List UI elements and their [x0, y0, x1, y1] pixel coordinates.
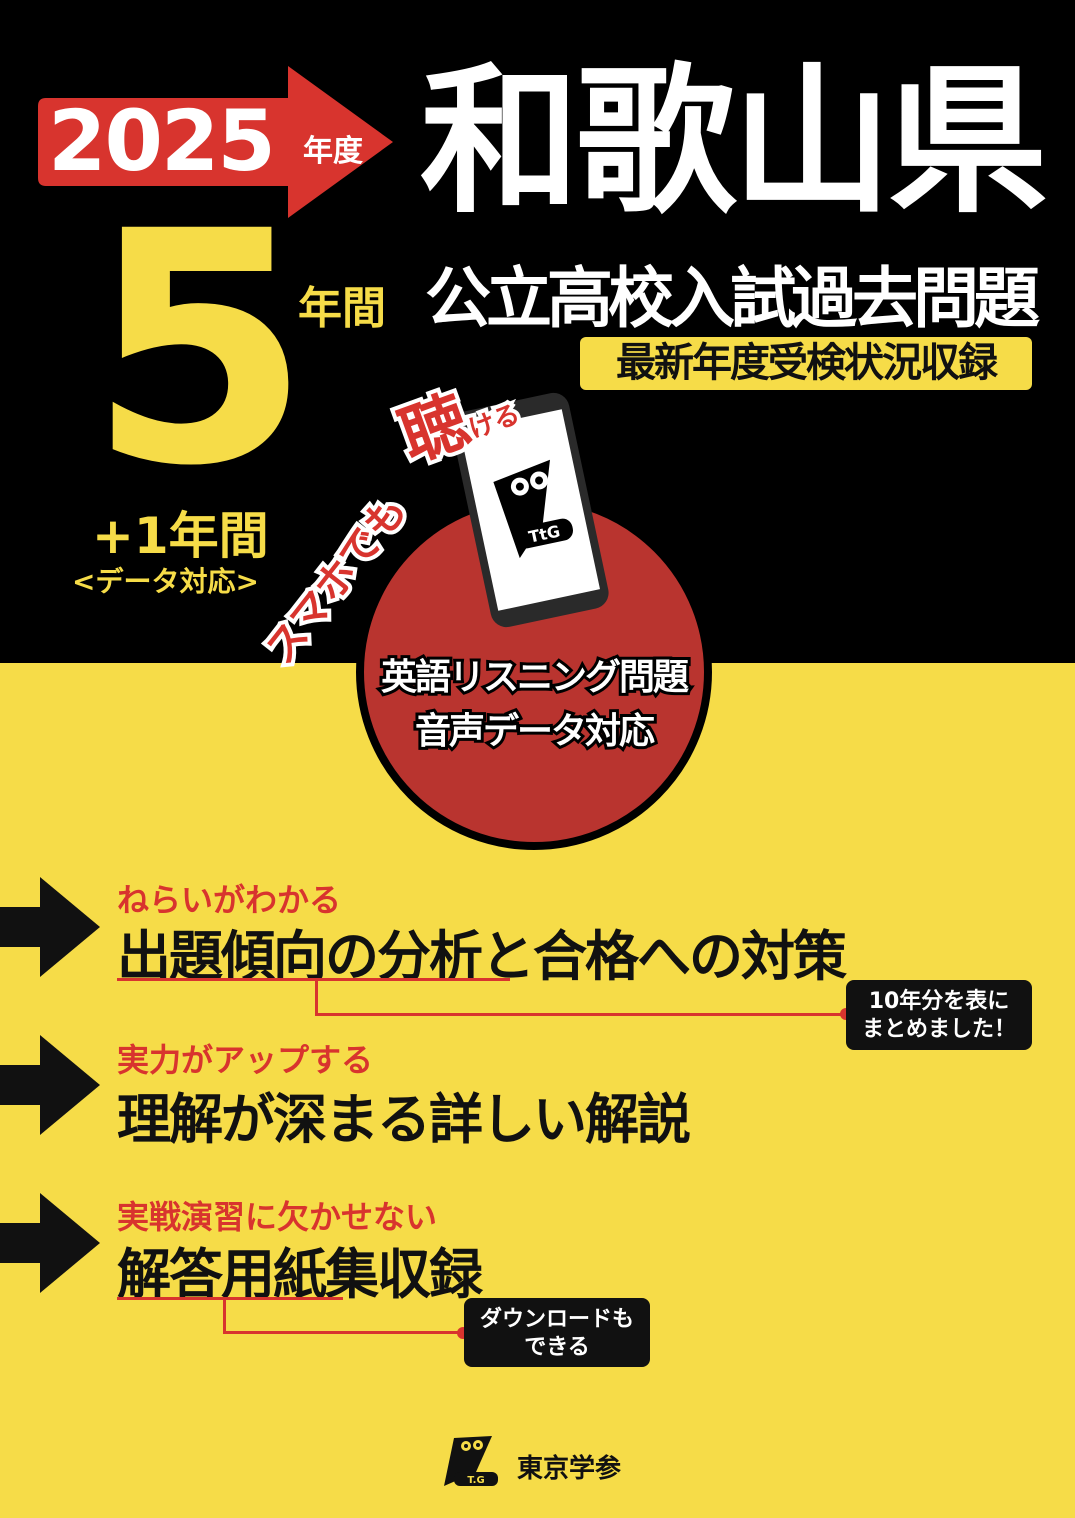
arrow-icon — [0, 1035, 100, 1135]
connector — [223, 1297, 226, 1334]
year-arrow-banner — [38, 66, 393, 218]
circle-line1: 英語リスニング問題 — [378, 654, 692, 701]
connector — [315, 1013, 847, 1016]
callout-badge: 10年分を表にまとめました！ — [846, 980, 1032, 1050]
callout-line: まとめました！ — [861, 1016, 1016, 1042]
connector — [315, 978, 318, 1016]
year-suffix: 年度 — [303, 134, 363, 169]
underline — [117, 1297, 343, 1300]
prefecture-title: 和歌山県 — [420, 48, 1048, 235]
owl-logo-icon: TtG — [493, 459, 574, 559]
feature-kicker: 実力がアップする — [117, 1041, 374, 1079]
underline — [117, 978, 510, 981]
arrow-icon — [0, 877, 100, 977]
subtitle: 公立高校入試過去問題 — [425, 260, 1040, 337]
feature-kicker: ねらいがわかる — [117, 881, 342, 919]
feature-title: 解答用紙集収録 — [117, 1243, 483, 1306]
arrow-icon — [0, 1193, 100, 1293]
callout-badge: ダウンロードもできる — [464, 1298, 650, 1367]
callout-line: 10年分を表に — [868, 989, 1010, 1014]
feature-title: 出題傾向の分析と合格への対策 — [117, 925, 847, 988]
callout-line: できる — [524, 1334, 590, 1360]
plus-years: +1年間 — [92, 507, 269, 565]
listen-small: ける — [461, 395, 528, 449]
connector — [223, 1331, 463, 1334]
plus-note: <データ対応> — [72, 565, 259, 598]
feature-title: 理解が深まる詳しい解説 — [117, 1088, 691, 1151]
circle-line2: 音声データ対応 — [412, 708, 658, 755]
latest-badge: 最新年度受検状況収録 — [580, 337, 1032, 390]
publisher-name: 東京学参 — [517, 1454, 622, 1484]
phone-screen: TtG — [460, 409, 600, 611]
callout-line: ダウンロードも — [479, 1307, 634, 1332]
smartphone-illustration: TtG — [448, 389, 612, 631]
publisher-logo-text: T.G — [467, 1475, 484, 1486]
years-number: 5 — [88, 164, 311, 536]
publisher-owl-logo-icon: T.G — [444, 1436, 498, 1486]
years-unit: 年間 — [298, 283, 386, 334]
feature-kicker: 実戦演習に欠かせない — [117, 1198, 438, 1236]
year: 2025 — [48, 92, 276, 190]
